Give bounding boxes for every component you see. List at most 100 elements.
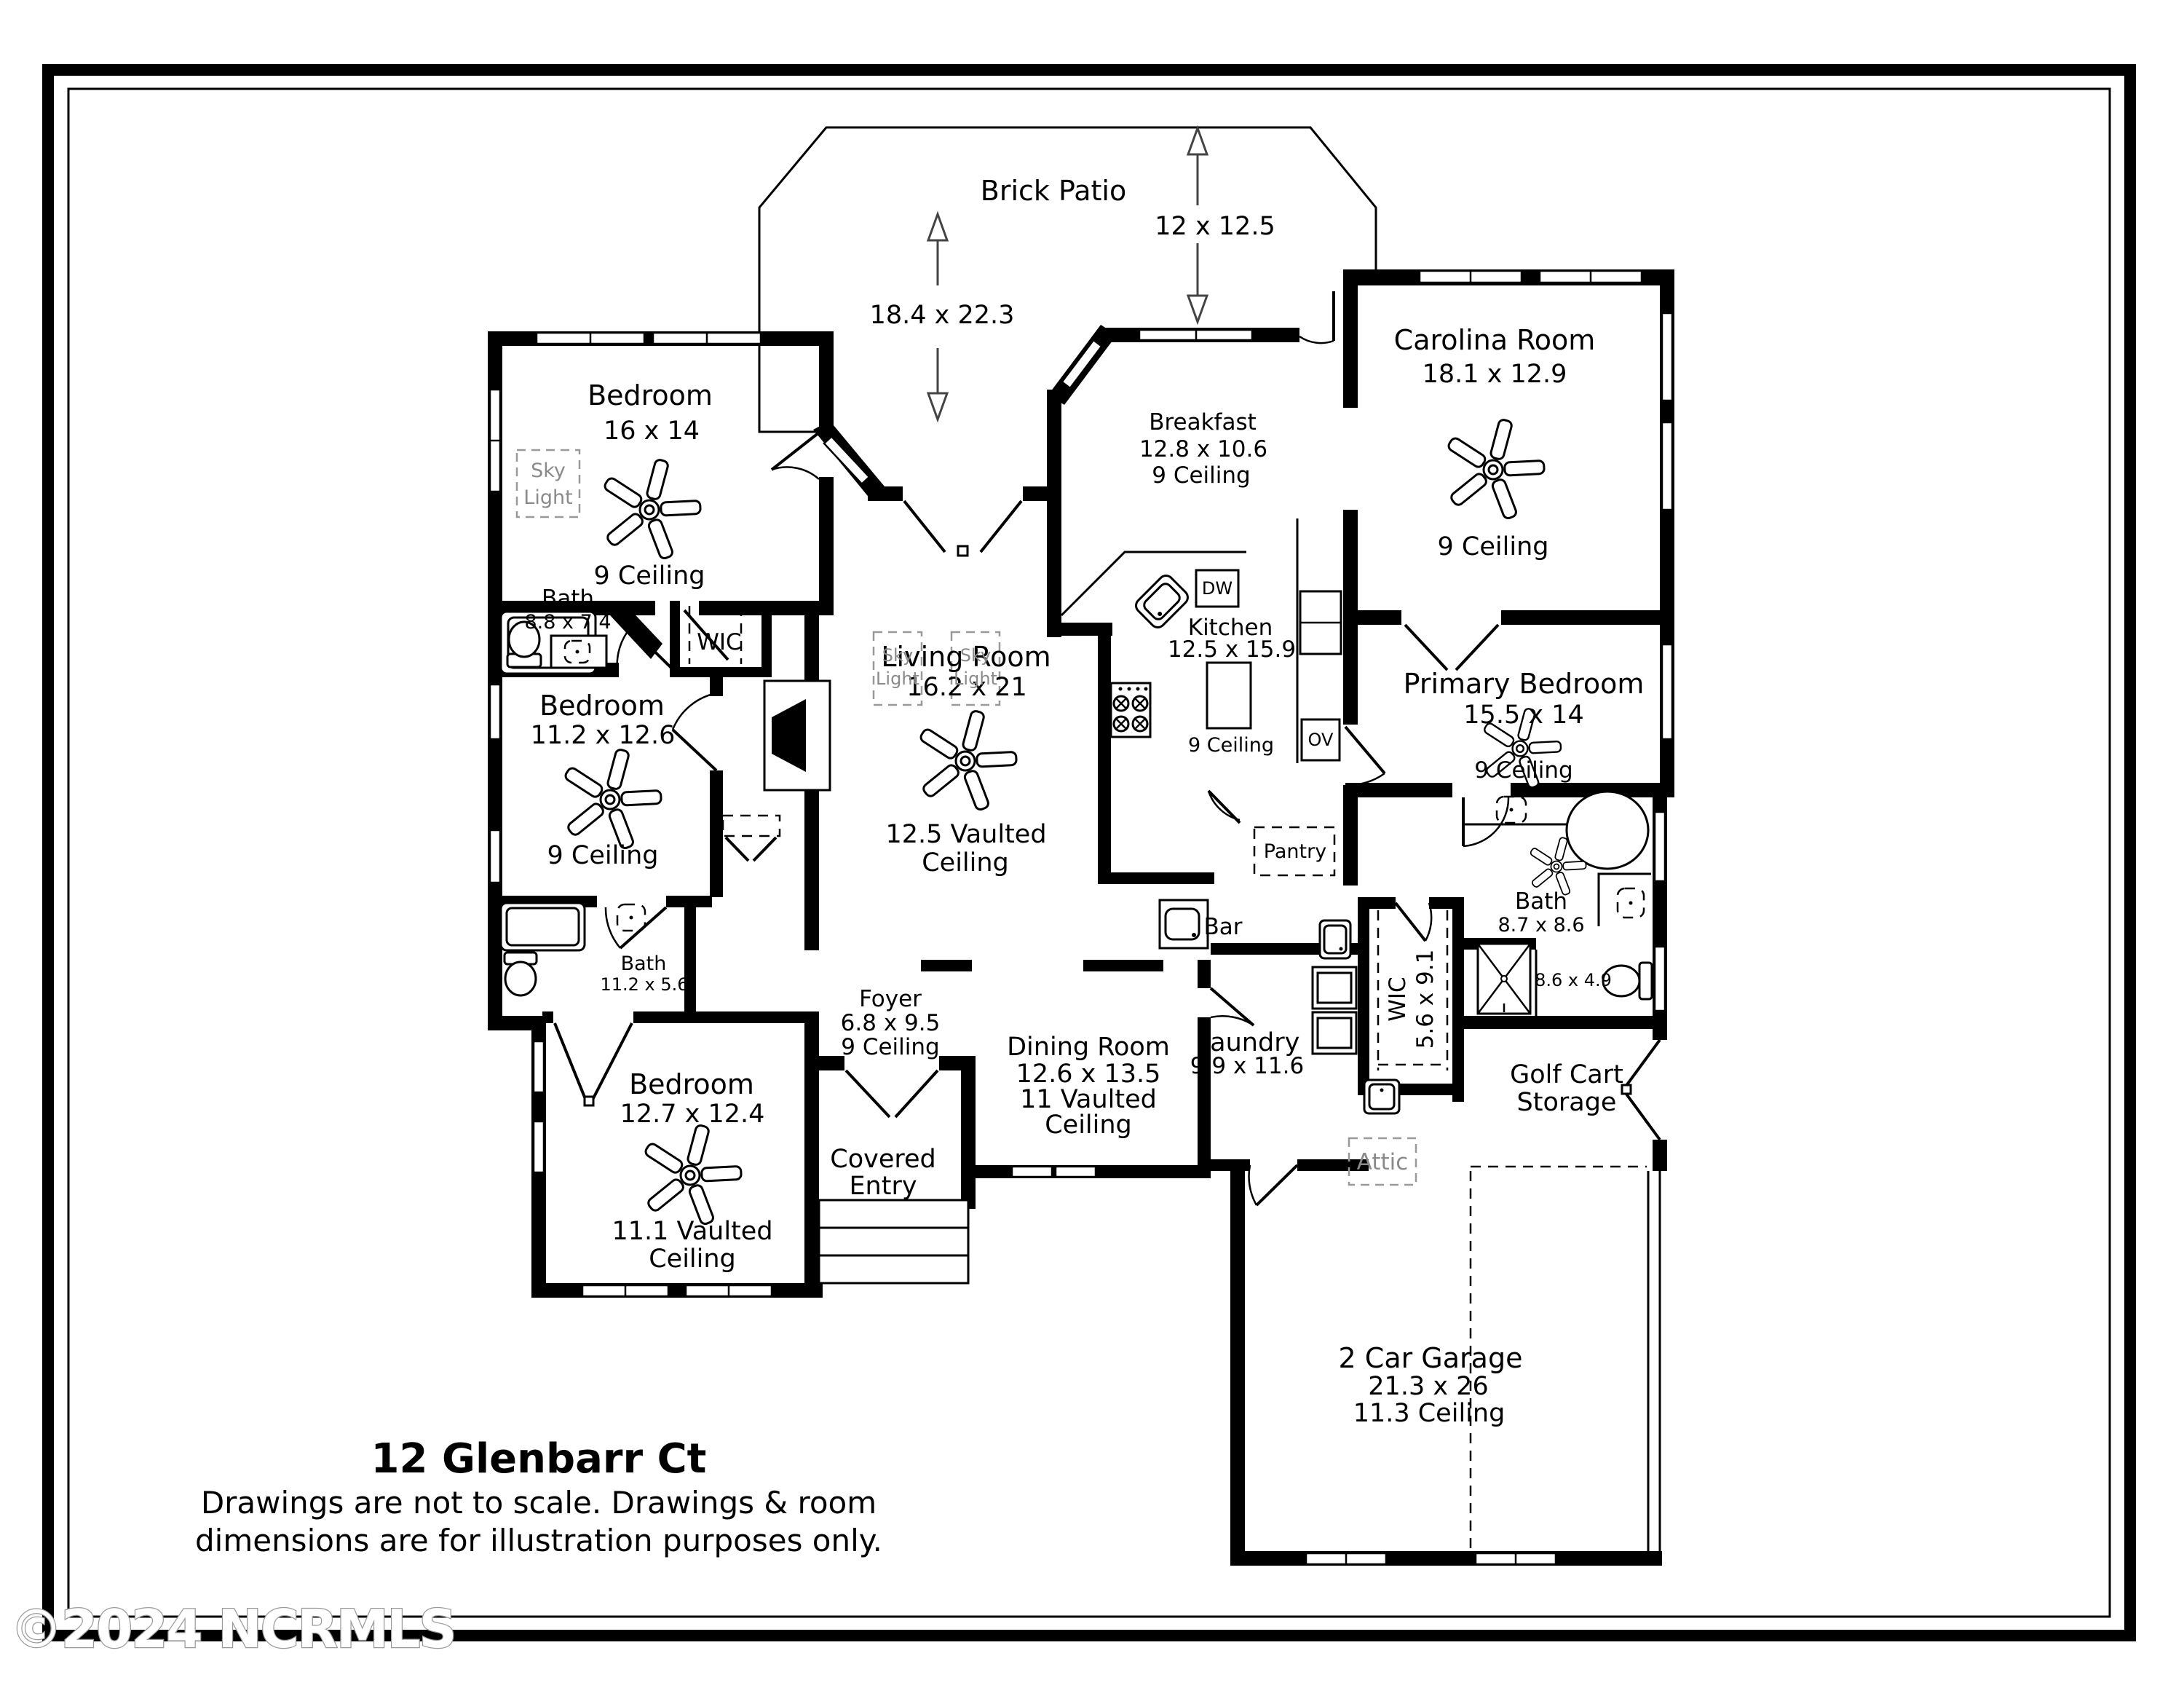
bedroom2-name: Bedroom [539, 690, 665, 722]
bedroom3-dims: 12.7 x 12.4 [620, 1100, 765, 1129]
covered-entry-line2: Entry [849, 1172, 917, 1201]
wic2-name: WIC [1385, 977, 1411, 1021]
bedroom1-dims: 16 x 14 [604, 417, 700, 446]
dishwasher [1195, 569, 1240, 608]
patio-dim-b: 18.4 x 22.3 [870, 301, 1015, 330]
fireplace [763, 679, 831, 792]
fan-living [917, 709, 1018, 813]
bedroom1-ceiling: 9 Ceiling [594, 561, 705, 591]
kitchen-dims: 12.5 x 15.9 [1168, 636, 1296, 663]
bedroom3-name: Bedroom [629, 1068, 754, 1100]
carolina-ceiling: 9 Ceiling [1438, 532, 1549, 561]
dishwasher-label: DW [1202, 578, 1233, 599]
bath3-name: Bath [621, 953, 667, 975]
breakfast-dims: 12.8 x 10.6 [1139, 436, 1267, 462]
living-name: Living Room [881, 641, 1051, 673]
sink-1 [550, 634, 608, 669]
skylight2-line1: Sky [882, 645, 913, 666]
primary-bath-name: Bath [1515, 888, 1567, 915]
soaking-tub [1565, 790, 1650, 870]
bath1-dims: 8.8 x 7.4 [524, 611, 611, 634]
disclaimer-line1: Drawings are not to scale. Drawings & ro… [201, 1485, 877, 1521]
laundry-sink [1318, 919, 1352, 960]
fan-bedroom3 [642, 1123, 743, 1227]
fixtures [499, 449, 1661, 1551]
shower [1476, 942, 1532, 1015]
bar-label: Bar [1203, 914, 1242, 940]
breakfast-ceiling: 9 Ceiling [1152, 462, 1250, 489]
pantry-label: Pantry [1264, 840, 1326, 863]
address-title: 12 Glenbarr Ct [371, 1435, 707, 1483]
washer [1311, 966, 1358, 1010]
skylight1-line2: Light [523, 486, 572, 509]
kitchen-name: Kitchen [1188, 615, 1273, 641]
primary-bath-dims: 8.7 x 8.6 [1497, 914, 1584, 936]
page-frame [42, 64, 2136, 1641]
refrigerator [1299, 590, 1342, 655]
pantry-box [1253, 826, 1336, 877]
attic-label: Attic [1357, 1149, 1409, 1175]
living-dims: 16.2 x 21 [906, 673, 1026, 702]
bedroom3-ceiling2: Ceiling [649, 1245, 736, 1274]
carolina-name: Carolina Room [1394, 324, 1596, 356]
fan-bedroom2 [562, 747, 662, 851]
dining-dims: 12.6 x 13.5 [1016, 1060, 1161, 1089]
wic1-label: WIC [697, 629, 741, 655]
dining-ceiling2: Ceiling [1045, 1111, 1132, 1140]
labels: Brick Patio 12 x 12.5 18.4 x 22.3 Caroli… [9, 175, 1645, 1660]
golf-cart-line2: Storage [1517, 1088, 1617, 1117]
patio-dim-a: 12 x 12.5 [1155, 212, 1275, 241]
foyer-name: Foyer [859, 986, 922, 1012]
fan-bedroom1 [601, 457, 702, 561]
toilet-3 [503, 951, 538, 997]
living-ceiling1: 12.5 Vaulted [885, 820, 1046, 849]
skylight3-line2: Light [954, 669, 997, 689]
wall-oven [1300, 718, 1341, 762]
garage-dims: 21.3 x 26 [1368, 1372, 1488, 1401]
range [1109, 682, 1152, 738]
golf-cart-line1: Golf Cart [1510, 1060, 1623, 1089]
bath1-name: Bath [542, 585, 594, 612]
toilet-1 [506, 620, 542, 669]
attic-box [1348, 1137, 1417, 1186]
foyer-ceiling: 9 Ceiling [841, 1034, 939, 1060]
bar-sink [1158, 899, 1209, 950]
skylight3-line1: Sky [960, 645, 991, 666]
kitchen-island [1206, 661, 1252, 730]
dining-name: Dining Room [1007, 1033, 1170, 1062]
primary-name: Primary Bedroom [1404, 668, 1645, 700]
sink-3 [616, 903, 646, 932]
wic2-dims: 5.6 x 9.1 [1412, 950, 1439, 1049]
garage-ceiling: 11.3 Ceiling [1353, 1399, 1506, 1428]
windows [488, 269, 1674, 1566]
primary-toilet [1602, 961, 1653, 1001]
primary-dims: 15.5 x 14 [1463, 701, 1583, 730]
bedroom1-name: Bedroom [587, 379, 713, 411]
primary-wc-dims: 8.6 x 4.9 [1535, 970, 1612, 990]
primary-sink-2 [1616, 887, 1645, 919]
skylight-box-2 [872, 631, 923, 706]
patio-label: Brick Patio [981, 175, 1126, 207]
skylight-box-3 [950, 631, 1001, 706]
fan-carolina [1445, 417, 1546, 521]
entry-steps [818, 1199, 970, 1285]
kitchen-sink [1135, 575, 1189, 628]
bathtub-3 [499, 902, 586, 952]
dryer [1311, 1011, 1358, 1055]
skylight-box-1 [515, 449, 581, 518]
foyer-dims: 6.8 x 9.5 [841, 1010, 941, 1036]
laundry-name: Laundry [1196, 1028, 1300, 1057]
living-ceiling2: Ceiling [922, 848, 1009, 877]
oven-label: OV [1308, 730, 1334, 750]
skylight1-line1: Sky [531, 460, 566, 482]
mls-watermark: ©2024 NCRMLS [10, 1598, 455, 1660]
primary-sink-1 [1495, 795, 1527, 824]
patio-outline [758, 125, 1377, 433]
bedroom2-ceiling: 9 Ceiling [547, 841, 659, 870]
garage-name: 2 Car Garage [1339, 1342, 1523, 1374]
breakfast-name: Breakfast [1149, 409, 1257, 435]
covered-entry-line1: Covered [830, 1145, 935, 1174]
laundry-dims: 9.9 x 11.6 [1190, 1053, 1304, 1079]
